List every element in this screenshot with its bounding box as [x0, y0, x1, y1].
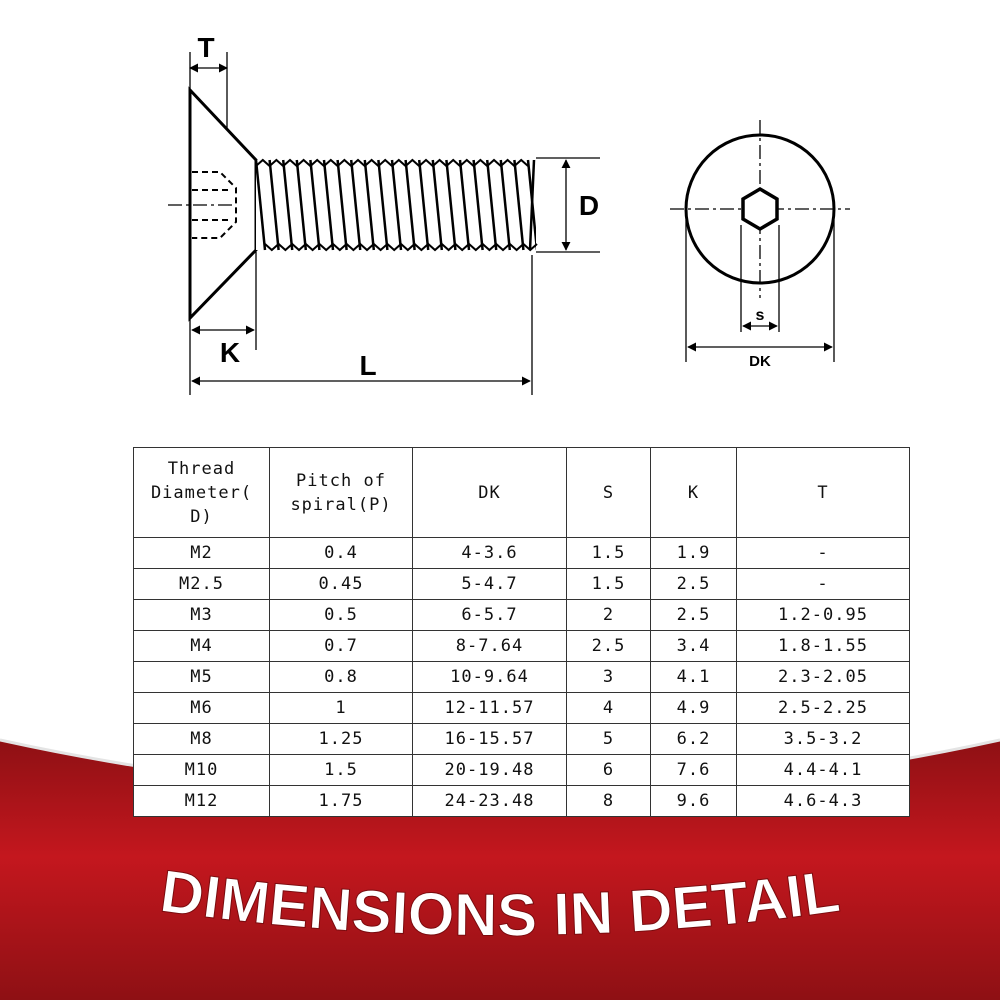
table-cell: 10-9.64 [412, 661, 567, 693]
table-cell: 1.8-1.55 [736, 630, 910, 662]
table-cell: 2.5 [650, 568, 737, 600]
header-line: T [817, 482, 829, 503]
table-cell: M10 [133, 754, 270, 786]
table-cell: M5 [133, 661, 270, 693]
header-line: Diameter( [150, 482, 253, 503]
table-cell: 1.5 [566, 537, 651, 569]
socket-hidden-lines [192, 171, 237, 239]
table-cell: 0.7 [269, 630, 413, 662]
table-cell: 1 [269, 692, 413, 724]
label-k: K [220, 337, 240, 368]
table-cell: 2.3-2.05 [736, 661, 910, 693]
header-line: D) [190, 506, 213, 527]
table-cell: 1.75 [269, 785, 413, 817]
label-t: T [197, 32, 214, 63]
table-cell: M2 [133, 537, 270, 569]
table-cell: 3.5-3.2 [736, 723, 910, 755]
table-cell: 1.5 [566, 568, 651, 600]
screw-head [188, 86, 258, 322]
screw-dimension-drawing: T D K L s DK [168, 32, 850, 395]
table-cell: 4.6-4.3 [736, 785, 910, 817]
table-cell: 2 [566, 599, 651, 631]
label-dk: DK [749, 353, 771, 370]
header-line: Pitch of [296, 470, 386, 491]
table-cell: 8-7.64 [412, 630, 567, 662]
table-cell: M3 [133, 599, 270, 631]
table-cell: 20-19.48 [412, 754, 567, 786]
label-l: L [359, 350, 376, 381]
table-cell: - [736, 537, 910, 569]
table-cell: 4.9 [650, 692, 737, 724]
header-line: K [687, 482, 700, 503]
table-cell: M12 [133, 785, 270, 817]
table-cell: 2.5-2.25 [736, 692, 910, 724]
table-cell: 3.4 [650, 630, 737, 662]
table-cell: 0.8 [269, 661, 413, 693]
header-line: spiral(P) [290, 494, 392, 515]
table-cell: 0.45 [269, 568, 413, 600]
table-cell: 24-23.48 [412, 785, 567, 817]
svg-text:DIMENSIONS IN DETAIL: DIMENSIONS IN DETAIL [157, 858, 844, 949]
table-cell: M6 [133, 692, 270, 724]
table-cell: 5-4.7 [412, 568, 567, 600]
table-cell: 6-5.7 [412, 599, 567, 631]
table-cell: 8 [566, 785, 651, 817]
table-cell: 4 [566, 692, 651, 724]
banner-title: DIMENSIONS IN DETAIL [156, 858, 844, 949]
table-cell: M4 [133, 630, 270, 662]
header-pitch: Pitch of spiral(P) [269, 447, 413, 538]
header-line: S [602, 482, 615, 503]
label-s: s [756, 307, 765, 324]
header-k: K [650, 447, 737, 538]
table-cell: 6 [566, 754, 651, 786]
table-cell: 1.2-0.95 [736, 599, 910, 631]
table-cell: 16-15.57 [412, 723, 567, 755]
table-cell: 6.2 [650, 723, 737, 755]
hex-socket [741, 186, 779, 232]
table-cell: 1.9 [650, 537, 737, 569]
table-cell: 9.6 [650, 785, 737, 817]
table-cell: M2.5 [133, 568, 270, 600]
dimension-lines [189, 52, 600, 395]
header-t: T [736, 447, 910, 538]
table-cell: 0.4 [269, 537, 413, 569]
table-cell: 1.5 [269, 754, 413, 786]
header-line: Thread [167, 458, 236, 479]
table-cell: 4-3.6 [412, 537, 567, 569]
banner-title-text: DIMENSIONS IN DETAIL [156, 858, 844, 949]
table-cell: 0.5 [269, 599, 413, 631]
table-cell: - [736, 568, 910, 600]
header-line: DK [478, 482, 501, 503]
screw-top-view [670, 120, 850, 362]
table-cell: 2.5 [650, 599, 737, 631]
header-dk: DK [412, 447, 567, 538]
screw-side-view [168, 86, 538, 322]
table-cell: 5 [566, 723, 651, 755]
table-cell: M8 [133, 723, 270, 755]
table-cell: 2.5 [566, 630, 651, 662]
header-s: S [566, 447, 651, 538]
thread-body [255, 158, 538, 252]
table-cell: 12-11.57 [412, 692, 567, 724]
table-cell: 1.25 [269, 723, 413, 755]
label-d: D [579, 190, 599, 221]
table-cell: 4.4-4.1 [736, 754, 910, 786]
table-cell: 4.1 [650, 661, 737, 693]
table-cell: 3 [566, 661, 651, 693]
table-cell: 7.6 [650, 754, 737, 786]
